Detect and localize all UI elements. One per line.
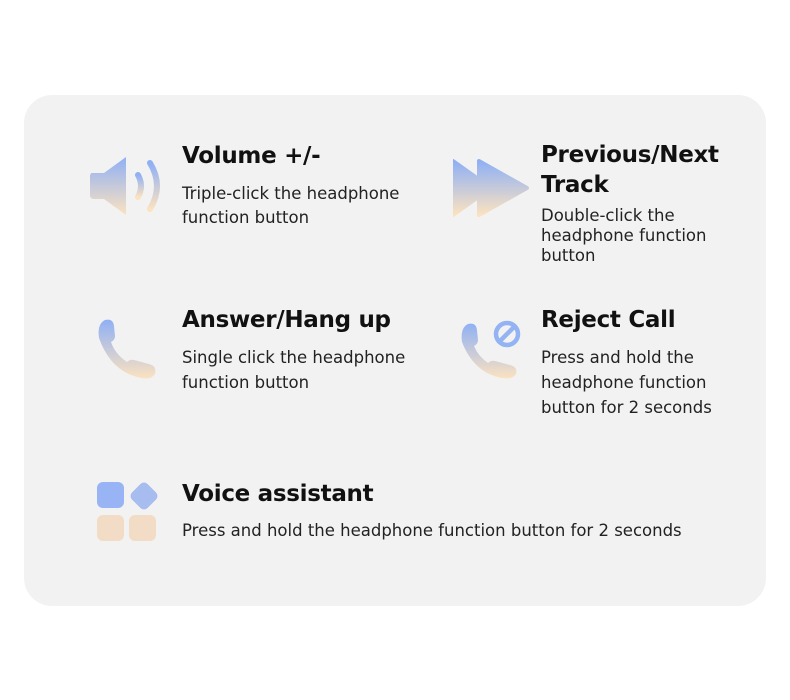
- item-desc-reject: Press and hold the headphone function bu…: [541, 348, 712, 417]
- speaker-volume-icon: [90, 157, 160, 215]
- item-desc-voice: Press and hold the headphone function bu…: [182, 521, 682, 540]
- phone-icon: [98, 319, 156, 379]
- fast-forward-icon: [453, 159, 529, 217]
- app-grid-icon: [97, 482, 158, 541]
- item-title-volume: Volume +/-: [182, 143, 321, 169]
- item-title-reject: Reject Call: [541, 307, 676, 333]
- item-desc-track: Double-click the headphone function butt…: [541, 206, 707, 265]
- phone-reject-icon: [461, 320, 521, 379]
- item-title-voice: Voice assistant: [182, 481, 374, 507]
- item-title-track: Previous/Next Track: [541, 142, 719, 198]
- item-title-answer: Answer/Hang up: [182, 307, 391, 333]
- item-desc-answer: Single click the headphone function butt…: [182, 348, 406, 392]
- item-desc-volume: Triple-click the headphone function butt…: [182, 184, 400, 227]
